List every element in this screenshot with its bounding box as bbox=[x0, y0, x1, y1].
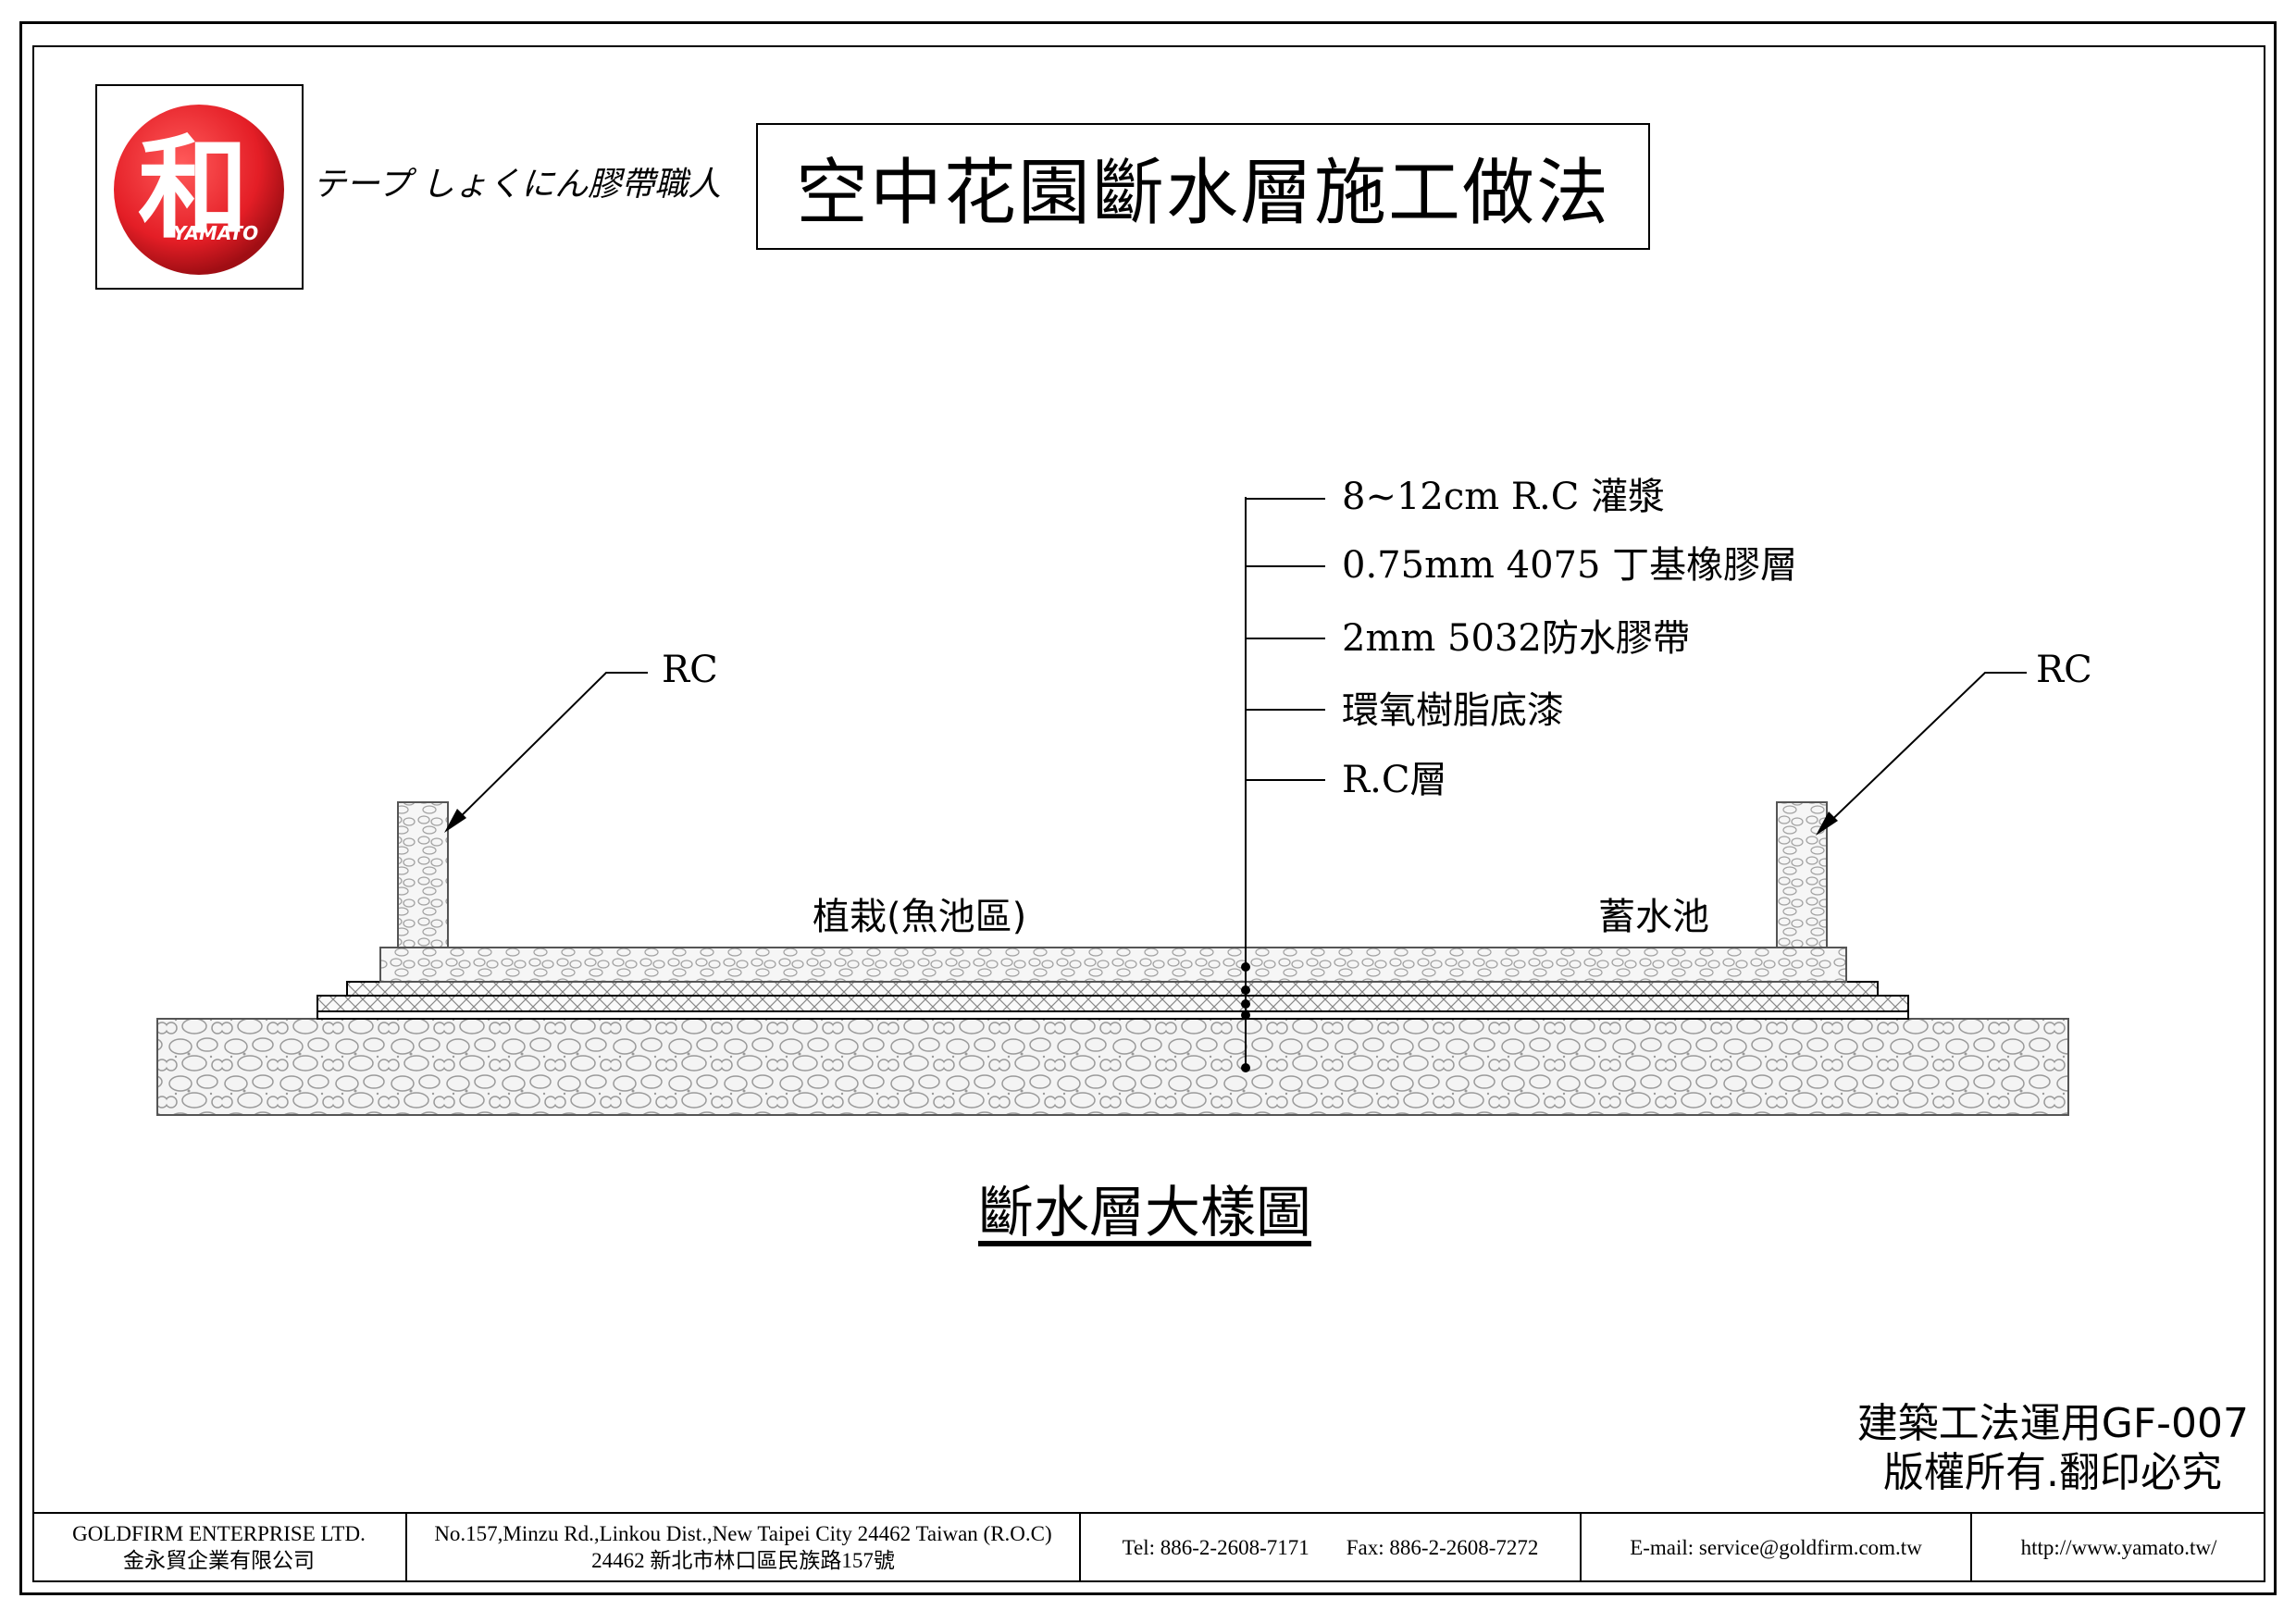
drawing-code: 建築工法運用GF-007 bbox=[1856, 1400, 2249, 1447]
website-link[interactable]: http://www.yamato.tw/ bbox=[2020, 1535, 2217, 1559]
arrow-head-icon bbox=[1816, 812, 1838, 836]
layer-label: 環氧樹脂底漆 bbox=[1342, 689, 1564, 732]
tel: Tel: 886-2-2608-7171 bbox=[1122, 1535, 1309, 1559]
logo-emblem-icon: 和 YAMATO bbox=[114, 105, 284, 275]
right-rc-wall bbox=[1776, 801, 1828, 948]
footer: GOLDFIRM ENTERPRISE LTD. 金永貿企業有限公司 No.15… bbox=[32, 1512, 2265, 1582]
title-box: 空中花園斷水層施工做法 bbox=[756, 123, 1650, 250]
leader-dot bbox=[1241, 999, 1250, 1009]
waterproof-tape-layer bbox=[316, 995, 1909, 1012]
arrow-head-icon bbox=[444, 809, 466, 833]
email-link[interactable]: E-mail: service@goldfirm.com.tw bbox=[1630, 1535, 1922, 1559]
rc-left-leader bbox=[448, 672, 648, 829]
footer-email[interactable]: E-mail: service@goldfirm.com.tw bbox=[1582, 1514, 1972, 1582]
tagline: テープ しょくにん膠帶職人 bbox=[313, 166, 722, 204]
company-name-zh: 金永貿企業有限公司 bbox=[123, 1549, 315, 1572]
leader-dot bbox=[1241, 985, 1250, 995]
layer-label: 2mm 5032防水膠帶 bbox=[1342, 617, 1690, 660]
butyl-rubber-layer bbox=[346, 981, 1879, 997]
company-name-en: GOLDFIRM ENTERPRISE LTD. bbox=[72, 1522, 366, 1546]
footer-phone: Tel: 886-2-2608-7171 Fax: 886-2-2608-727… bbox=[1081, 1514, 1582, 1582]
outer-frame bbox=[19, 21, 2277, 1595]
zone-right-label: 蓄水池 bbox=[1598, 896, 1709, 938]
leader-dot bbox=[1241, 1010, 1250, 1020]
address-zh: 24462 新北市林口區民族路157號 bbox=[591, 1549, 895, 1572]
rc-left-label: RC bbox=[662, 649, 718, 691]
rc-right-label: RC bbox=[2036, 649, 2092, 691]
leader-dot bbox=[1241, 962, 1250, 972]
footer-address: No.157,Minzu Rd.,Linkou Dist.,New Taipei… bbox=[407, 1514, 1081, 1582]
layer-label: 0.75mm 4075 丁基橡膠層 bbox=[1342, 544, 1798, 587]
logo-text: YAMATO bbox=[173, 222, 258, 244]
layer-label: R.C層 bbox=[1342, 759, 1447, 801]
footer-website[interactable]: http://www.yamato.tw/ bbox=[1972, 1514, 2265, 1582]
rc-right-leader bbox=[1819, 672, 2027, 832]
address-en: No.157,Minzu Rd.,Linkou Dist.,New Taipei… bbox=[434, 1522, 1052, 1546]
fax: Fax: 886-2-2608-7272 bbox=[1346, 1535, 1539, 1559]
copyright-note: 版權所有.翻印必究 bbox=[1883, 1449, 2222, 1496]
rc-pour-layer bbox=[379, 947, 1847, 983]
drawing-caption: 斷水層大樣圖 bbox=[978, 1181, 1311, 1245]
left-rc-wall bbox=[397, 801, 449, 948]
logo: 和 YAMATO bbox=[95, 84, 304, 290]
footer-company: GOLDFIRM ENTERPRISE LTD. 金永貿企業有限公司 bbox=[32, 1514, 407, 1582]
leader-dot bbox=[1241, 1063, 1250, 1072]
page-title: 空中花園斷水層施工做法 bbox=[795, 151, 1610, 235]
zone-left-label: 植栽(魚池區) bbox=[813, 896, 1027, 938]
layer-label: 8~12cm R.C 灌漿 bbox=[1342, 476, 1666, 518]
logo-glyph: 和 bbox=[138, 125, 249, 254]
inner-frame bbox=[32, 45, 2265, 1582]
rc-base-layer bbox=[156, 1018, 2069, 1116]
primer-layer bbox=[316, 1010, 1909, 1020]
